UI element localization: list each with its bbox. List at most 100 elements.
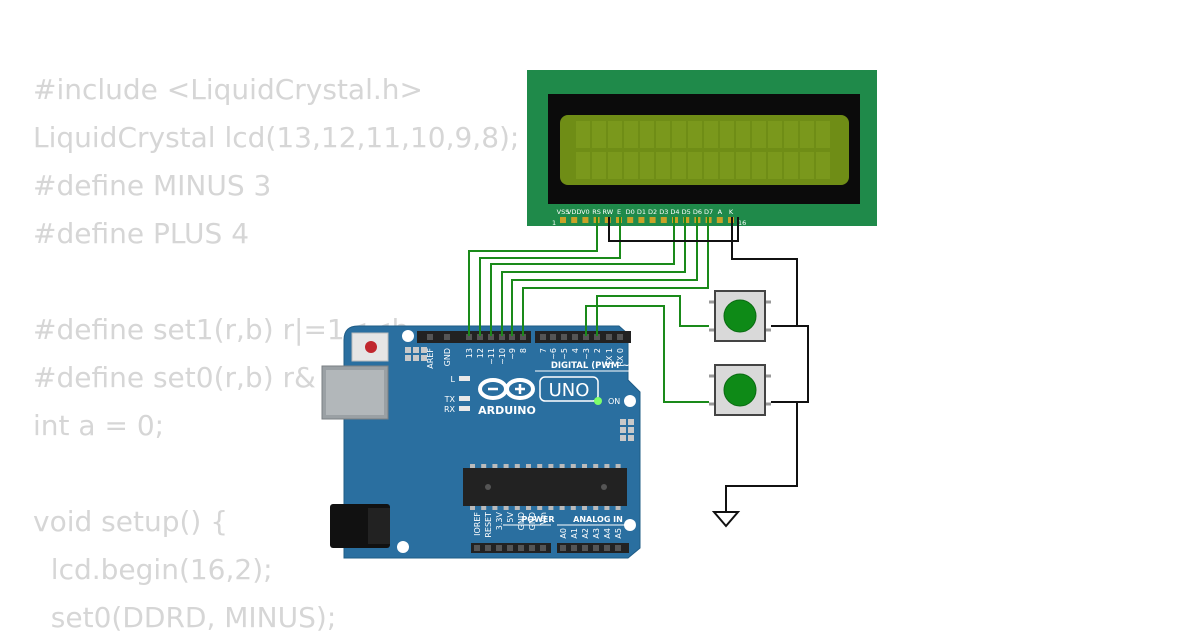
chip-pin — [570, 506, 576, 510]
lcd-char-cell — [704, 121, 718, 148]
push-button[interactable] — [709, 290, 771, 342]
header-socket — [550, 334, 556, 340]
chip-pin — [604, 464, 610, 468]
wire-rw-gnd — [608, 217, 739, 242]
lcd-char-cell — [688, 152, 702, 179]
lcd-char-cell — [688, 121, 702, 148]
lcd-char-cell — [784, 152, 798, 179]
lcd-pin-label: D1 — [637, 208, 646, 216]
pin-label: ~3 — [582, 348, 591, 360]
chip-pin — [514, 464, 520, 468]
lcd-pin-label: D0 — [626, 208, 635, 216]
pin-label: RX 0 — [616, 348, 625, 367]
lcd-char-cell — [720, 121, 734, 148]
pin-label: ~9 — [508, 348, 517, 360]
lcd-char-cell — [736, 152, 750, 179]
chip-pin — [582, 464, 587, 468]
chip-pin — [559, 464, 565, 468]
led-label: L — [451, 375, 456, 384]
chip-pin — [537, 506, 543, 510]
wire-button1 — [596, 295, 709, 336]
lcd-pin — [582, 217, 589, 223]
header-socket — [485, 545, 491, 551]
code-line: #define PLUS 4 — [33, 217, 250, 250]
pin-label: Vin — [539, 512, 548, 525]
icsp-pin — [413, 355, 419, 361]
chip-pin — [503, 506, 509, 510]
chip-pin — [470, 464, 475, 468]
lcd-pin-first-label: 1 — [552, 219, 556, 227]
lcd-char-cell — [608, 121, 622, 148]
mounting-hole — [624, 519, 636, 531]
on-label: ON — [608, 397, 620, 406]
header-socket — [496, 545, 502, 551]
header-socket — [582, 545, 588, 551]
pin-label: GND — [517, 512, 526, 530]
icsp-pin — [628, 427, 634, 433]
chip-pin — [526, 506, 531, 510]
wire-button-bridge — [771, 325, 809, 403]
pin-label: GND — [443, 348, 452, 366]
code-line: int a = 0; — [33, 409, 165, 442]
lcd-pin-label: RS — [592, 208, 601, 216]
reset-button[interactable] — [351, 332, 389, 362]
lcd-pin-label: VSS — [557, 208, 570, 216]
chip-pin — [559, 506, 565, 510]
led-label: RX — [444, 405, 456, 414]
lcd-pin-label: A — [718, 208, 723, 216]
pin-label: ~5 — [560, 348, 569, 360]
lcd-pin-label: K — [729, 208, 734, 216]
mounting-hole — [624, 395, 636, 407]
power-led — [594, 397, 602, 405]
lcd-pin — [660, 217, 667, 223]
lcd-char-cell — [640, 152, 654, 179]
pin-label: ~6 — [549, 348, 558, 360]
pin-label: TX 1 — [605, 348, 614, 367]
header-socket — [518, 545, 524, 551]
header-socket — [466, 334, 472, 340]
code-line: #define MINUS 3 — [33, 169, 272, 202]
pin-label: ~11 — [487, 348, 496, 365]
icsp-pin — [413, 347, 419, 353]
header-socket — [507, 545, 513, 551]
lcd-char-cell — [640, 121, 654, 148]
header-socket — [594, 334, 600, 340]
mounting-hole — [397, 541, 409, 553]
push-button[interactable] — [709, 364, 771, 416]
icsp-pin — [620, 419, 626, 425]
lcd-pin — [683, 217, 690, 223]
header-socket — [583, 334, 589, 340]
lcd-char-cell — [672, 152, 686, 179]
lcd-char-cell — [816, 152, 830, 179]
pin-label: A3 — [592, 528, 601, 539]
pin-label: IOREF — [473, 512, 482, 536]
pin-label: A1 — [570, 528, 579, 539]
chip-pin — [593, 464, 599, 468]
chip-pin — [503, 464, 509, 468]
chip-pin — [492, 506, 498, 510]
code-line: lcd.begin(16,2); — [33, 553, 273, 586]
lcd-pin — [638, 217, 645, 223]
header-socket — [520, 334, 526, 340]
lcd-char-cell — [624, 121, 638, 148]
chip-pin — [615, 506, 621, 510]
mounting-hole — [402, 330, 414, 342]
lcd-pin — [571, 217, 578, 223]
code-line: #define set1(r,b) r|=1<<b — [33, 313, 410, 346]
icsp-pin — [628, 435, 634, 441]
lcd-pin — [560, 217, 566, 223]
model-label: UNO — [549, 380, 590, 401]
pin-label: AREF — [426, 348, 435, 369]
icsp-pin — [405, 355, 411, 361]
lcd-pin-label: D3 — [659, 208, 668, 216]
pin-label: 2 — [593, 348, 602, 353]
wire-e — [479, 217, 621, 336]
led — [459, 396, 470, 401]
header-socket — [561, 334, 567, 340]
header-socket — [474, 545, 480, 551]
header-socket — [488, 334, 494, 340]
chip-pin — [604, 506, 610, 510]
chip-pin — [537, 464, 543, 468]
